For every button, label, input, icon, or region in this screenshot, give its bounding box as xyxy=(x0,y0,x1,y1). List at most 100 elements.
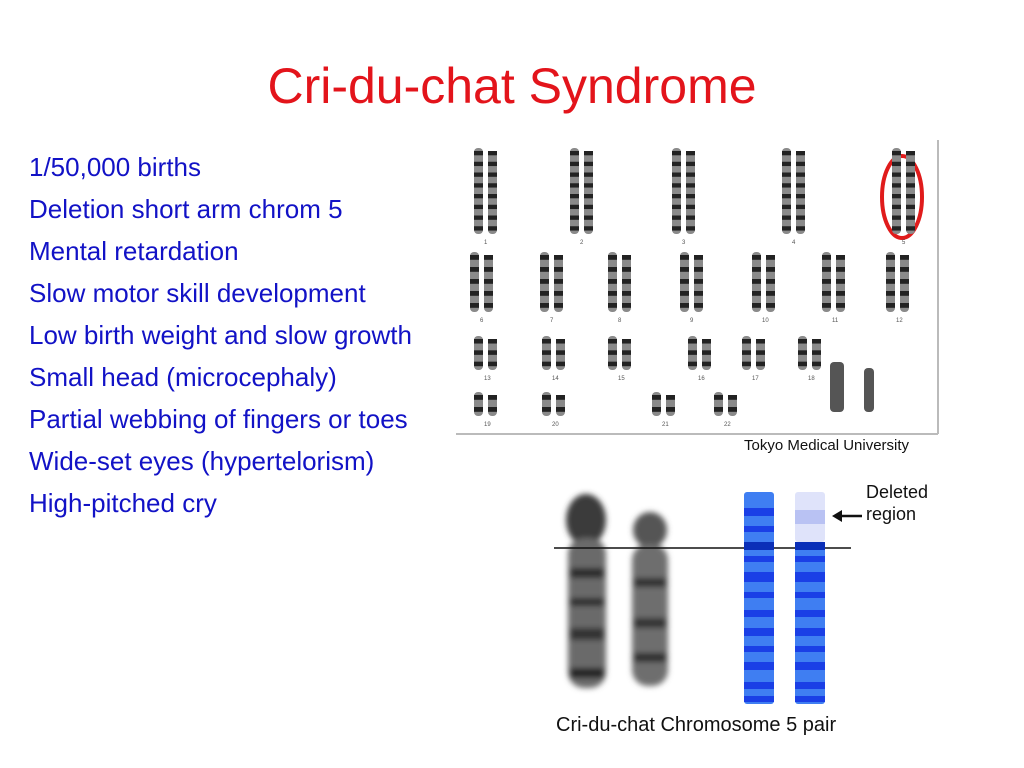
ideogram-band xyxy=(744,508,774,516)
karyotype-band xyxy=(782,183,791,188)
karyotype-band xyxy=(554,303,563,308)
ideogram-band xyxy=(795,696,825,702)
karyotype-label: 21 xyxy=(662,422,669,428)
ideogram-centromere xyxy=(744,542,774,550)
deleted-band xyxy=(795,510,825,524)
karyotype-band xyxy=(570,172,579,177)
karyotype-band xyxy=(756,350,765,355)
karyotype-band xyxy=(892,161,901,167)
karyotype-band xyxy=(766,267,775,272)
highlight-circle xyxy=(880,154,924,240)
karyotype-band xyxy=(782,161,791,167)
karyotype-band xyxy=(822,267,831,272)
karyotype-band xyxy=(584,226,593,231)
karyotype-band xyxy=(680,267,689,272)
karyotype-band xyxy=(900,291,909,296)
bullet-item: Partial webbing of fingers or toes xyxy=(29,404,408,434)
karyotype-band xyxy=(836,303,845,308)
karyotype-band xyxy=(892,204,901,210)
karyotype-label: 19 xyxy=(484,422,491,428)
karyotype-band xyxy=(752,255,761,260)
karyotype-band xyxy=(672,172,681,177)
karyotype-band xyxy=(570,226,579,231)
karyotype-band xyxy=(796,172,805,177)
karyotype-band xyxy=(900,303,909,308)
karyotype-label: 12 xyxy=(896,318,903,324)
karyotype-band xyxy=(488,215,497,220)
karyotype-band xyxy=(474,151,483,156)
pair-caption: Cri-du-chat Chromosome 5 pair xyxy=(556,714,837,736)
ideogram-band xyxy=(795,610,825,617)
karyotype-label: 14 xyxy=(552,376,559,382)
karyotype-band xyxy=(672,161,681,167)
karyotype-band xyxy=(488,194,497,199)
karyotype-band xyxy=(488,161,497,167)
karyotype-band xyxy=(474,395,483,400)
karyotype-band xyxy=(488,350,497,355)
karyotype-band xyxy=(622,279,631,284)
ideogram-band xyxy=(795,592,825,598)
karyotype-band xyxy=(584,215,593,220)
karyotype-band xyxy=(886,291,895,296)
karyotype-band xyxy=(796,151,805,156)
karyotype-band xyxy=(906,215,915,220)
karyotype-band xyxy=(892,183,901,188)
karyotype-band xyxy=(470,291,479,296)
karyotype-band xyxy=(488,204,497,210)
karyotype-band xyxy=(584,204,593,210)
karyotype-band xyxy=(782,194,791,199)
ideogram-normal-chromosome xyxy=(744,492,774,704)
karyotype-band xyxy=(608,350,617,355)
karyotype-band xyxy=(694,279,703,284)
karyotype-band xyxy=(542,407,551,412)
karyotype-band xyxy=(554,267,563,272)
micrograph-chromosome-left xyxy=(566,494,606,688)
deleted-region-label: Deleted region xyxy=(866,482,929,524)
karyotype-band xyxy=(570,183,579,188)
ideogram-band xyxy=(744,646,774,652)
karyotype-band xyxy=(584,172,593,177)
karyotype-band xyxy=(666,407,675,412)
karyotype-band xyxy=(556,395,565,400)
bullet-item: Low birth weight and slow growth xyxy=(29,320,412,350)
karyotype-band xyxy=(686,215,695,220)
karyotype-band xyxy=(584,183,593,188)
karyotype-band xyxy=(892,194,901,199)
karyotype-band xyxy=(556,361,565,367)
karyotype-band xyxy=(686,172,695,177)
karyotype-band xyxy=(672,183,681,188)
karyotype-band xyxy=(714,407,723,412)
karyotype-band xyxy=(474,204,483,210)
ideogram-band xyxy=(744,662,774,670)
karyotype-band xyxy=(694,303,703,308)
karyotype-band xyxy=(652,407,661,412)
karyotype-band xyxy=(584,151,593,156)
ideogram-band xyxy=(744,610,774,617)
bullet-item: Mental retardation xyxy=(29,236,239,266)
ideogram-centromere xyxy=(795,542,825,550)
ideogram-band xyxy=(744,696,774,702)
karyotype-label: 18 xyxy=(808,376,815,382)
karyotype-band xyxy=(782,215,791,220)
karyotype-label: 3 xyxy=(682,240,686,246)
karyotype-band xyxy=(540,267,549,272)
karyotype-band xyxy=(672,194,681,199)
karyotype-band xyxy=(474,215,483,220)
karyotype-label: 11 xyxy=(832,318,839,324)
karyotype-band xyxy=(756,361,765,367)
bullet-item: 1/50,000 births xyxy=(29,152,202,182)
karyotype-band xyxy=(622,350,631,355)
karyotype-band xyxy=(836,255,845,260)
karyotype-band xyxy=(728,395,737,400)
karyotype-band xyxy=(540,291,549,296)
bullet-item: High-pitched cry xyxy=(29,488,217,518)
karyotype-band xyxy=(622,303,631,308)
micrograph-chromosome-right xyxy=(632,512,668,686)
bullet-item: Small head (microcephaly) xyxy=(29,362,337,392)
karyotype-band xyxy=(672,204,681,210)
karyotype-band xyxy=(608,339,617,344)
ideogram-body xyxy=(795,542,825,704)
karyotype-label: 16 xyxy=(698,376,705,382)
karyotype-band xyxy=(812,339,821,344)
